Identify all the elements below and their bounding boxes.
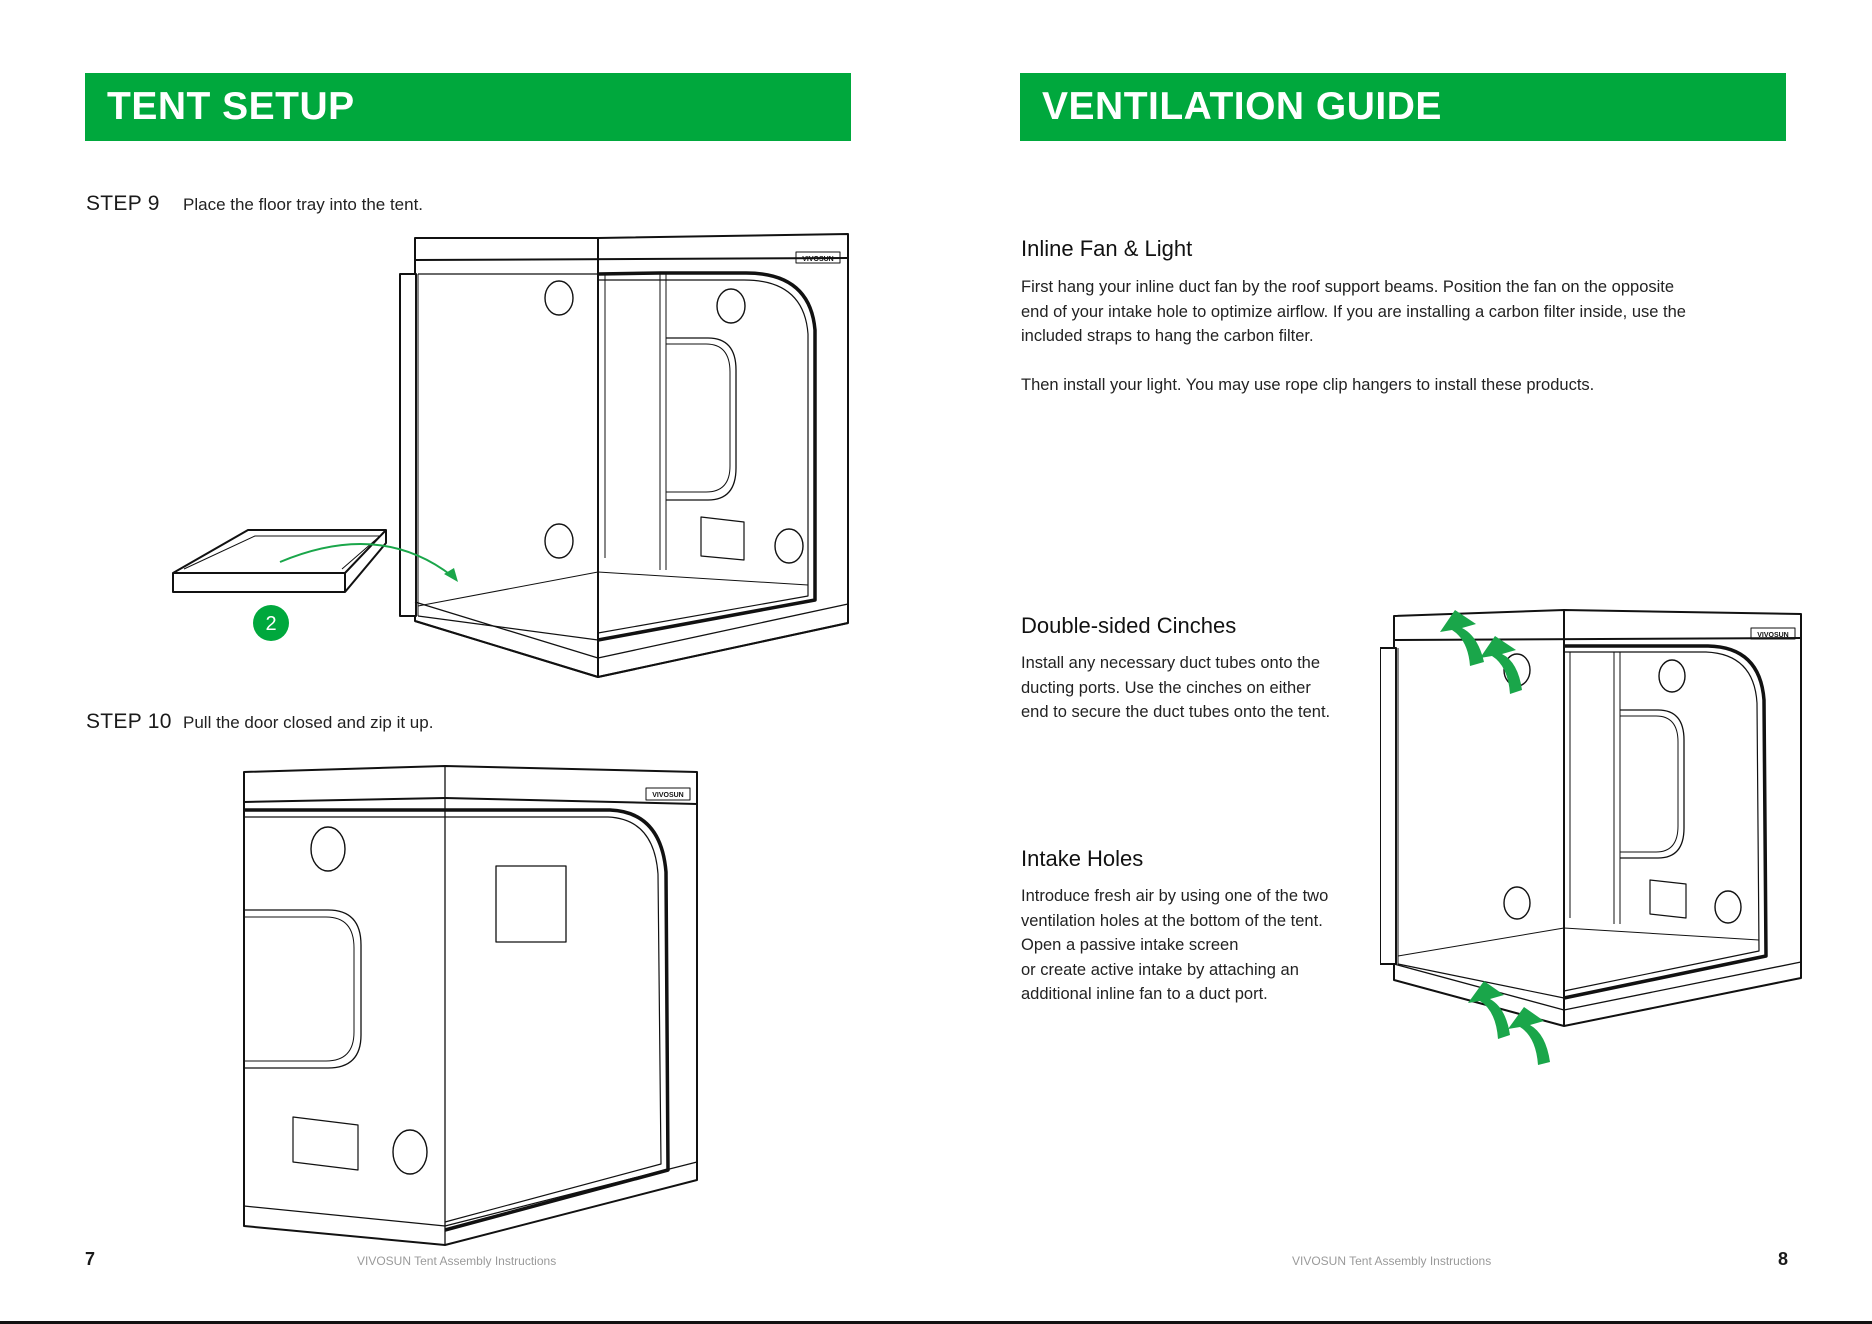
step-9-illustration: VIVOSUN 2 [172, 233, 849, 678]
paragraph-line: included straps to hang the carbon filte… [1021, 327, 1314, 345]
page-number: 7 [85, 1249, 96, 1269]
section-heading-intake-holes: Intake Holes [1021, 846, 1144, 871]
paragraph-line: or create active intake by attaching an [1021, 960, 1299, 979]
section-body-inline-fan: First hang your inline duct fan by the r… [1021, 275, 1781, 398]
paragraph-line: First hang your inline duct fan by the r… [1021, 278, 1675, 296]
floor-tray-drawing [172, 529, 387, 593]
left-page: TENT SETUP STEP 9 Place the floor tray i… [85, 73, 851, 1269]
right-page: VENTILATION GUIDE Inline Fan & Light Fir… [936, 0, 1872, 1324]
paragraph-line: additional inline fan to a duct port. [1021, 985, 1268, 1003]
airflow-arrows [1440, 610, 1550, 1065]
step-10-illustration: VIVOSUN [243, 765, 698, 1246]
section-banner-tent-setup: TENT SETUP [85, 73, 851, 141]
paragraph-line: Open a passive intake screen [1021, 936, 1239, 954]
section-body-intake-holes: Introduce fresh air by using one of the … [1021, 884, 1381, 1007]
paragraph-line: end of your intake hole to optimize airf… [1021, 302, 1686, 321]
paragraph-line: Introduce fresh air by using one of the … [1021, 887, 1329, 905]
arrow-up-icon [1468, 981, 1510, 1039]
callout-number: 2 [265, 613, 276, 635]
step-9-text: Place the floor tray into the tent. [183, 195, 424, 214]
section-heading-inline-fan: Inline Fan & Light [1021, 236, 1193, 261]
step-9: STEP 9 Place the floor tray into the ten… [86, 192, 423, 216]
arrow-up-icon [1480, 636, 1522, 694]
brand-logo: VIVOSUN [652, 792, 684, 799]
brand-logo: VIVOSUN [1757, 632, 1789, 639]
step-10: STEP 10 Pull the door closed and zip it … [86, 710, 433, 734]
paragraph-line: end to secure the duct tubes onto the te… [1021, 703, 1331, 721]
paragraph-line: ducting ports. Use the cinches on either [1021, 678, 1311, 697]
brand-logo: VIVOSUN [802, 256, 834, 263]
arrow-up-icon [1508, 1007, 1550, 1065]
paragraph-line: Then install your light. You may use rop… [1021, 376, 1595, 394]
footer-text: VIVOSUN Tent Assembly Instructions [1292, 1254, 1492, 1268]
paragraph-line: ventilation holes at the bottom of the t… [1021, 911, 1323, 930]
step-10-label: STEP 10 [86, 710, 172, 733]
paragraph-line: Install any necessary duct tubes onto th… [1021, 654, 1321, 672]
page-number: 8 [1778, 1249, 1789, 1269]
bottom-edge-divider [0, 1321, 1872, 1324]
step-9-label: STEP 9 [86, 192, 160, 215]
arrow-up-icon [1440, 610, 1484, 666]
ventilation-illustration: VIVOSUN [1380, 609, 1802, 1065]
footer-text: VIVOSUN Tent Assembly Instructions [357, 1254, 557, 1268]
paragraph-spacer [1021, 349, 1781, 374]
section-heading-double-sided-cinches: Double-sided Cinches [1021, 613, 1237, 638]
section-banner-ventilation-guide: VENTILATION GUIDE [1020, 73, 1786, 141]
section-body-double-sided-cinches: Install any necessary duct tubes onto th… [1021, 651, 1381, 725]
step-10-text: Pull the door closed and zip it up. [183, 713, 434, 732]
